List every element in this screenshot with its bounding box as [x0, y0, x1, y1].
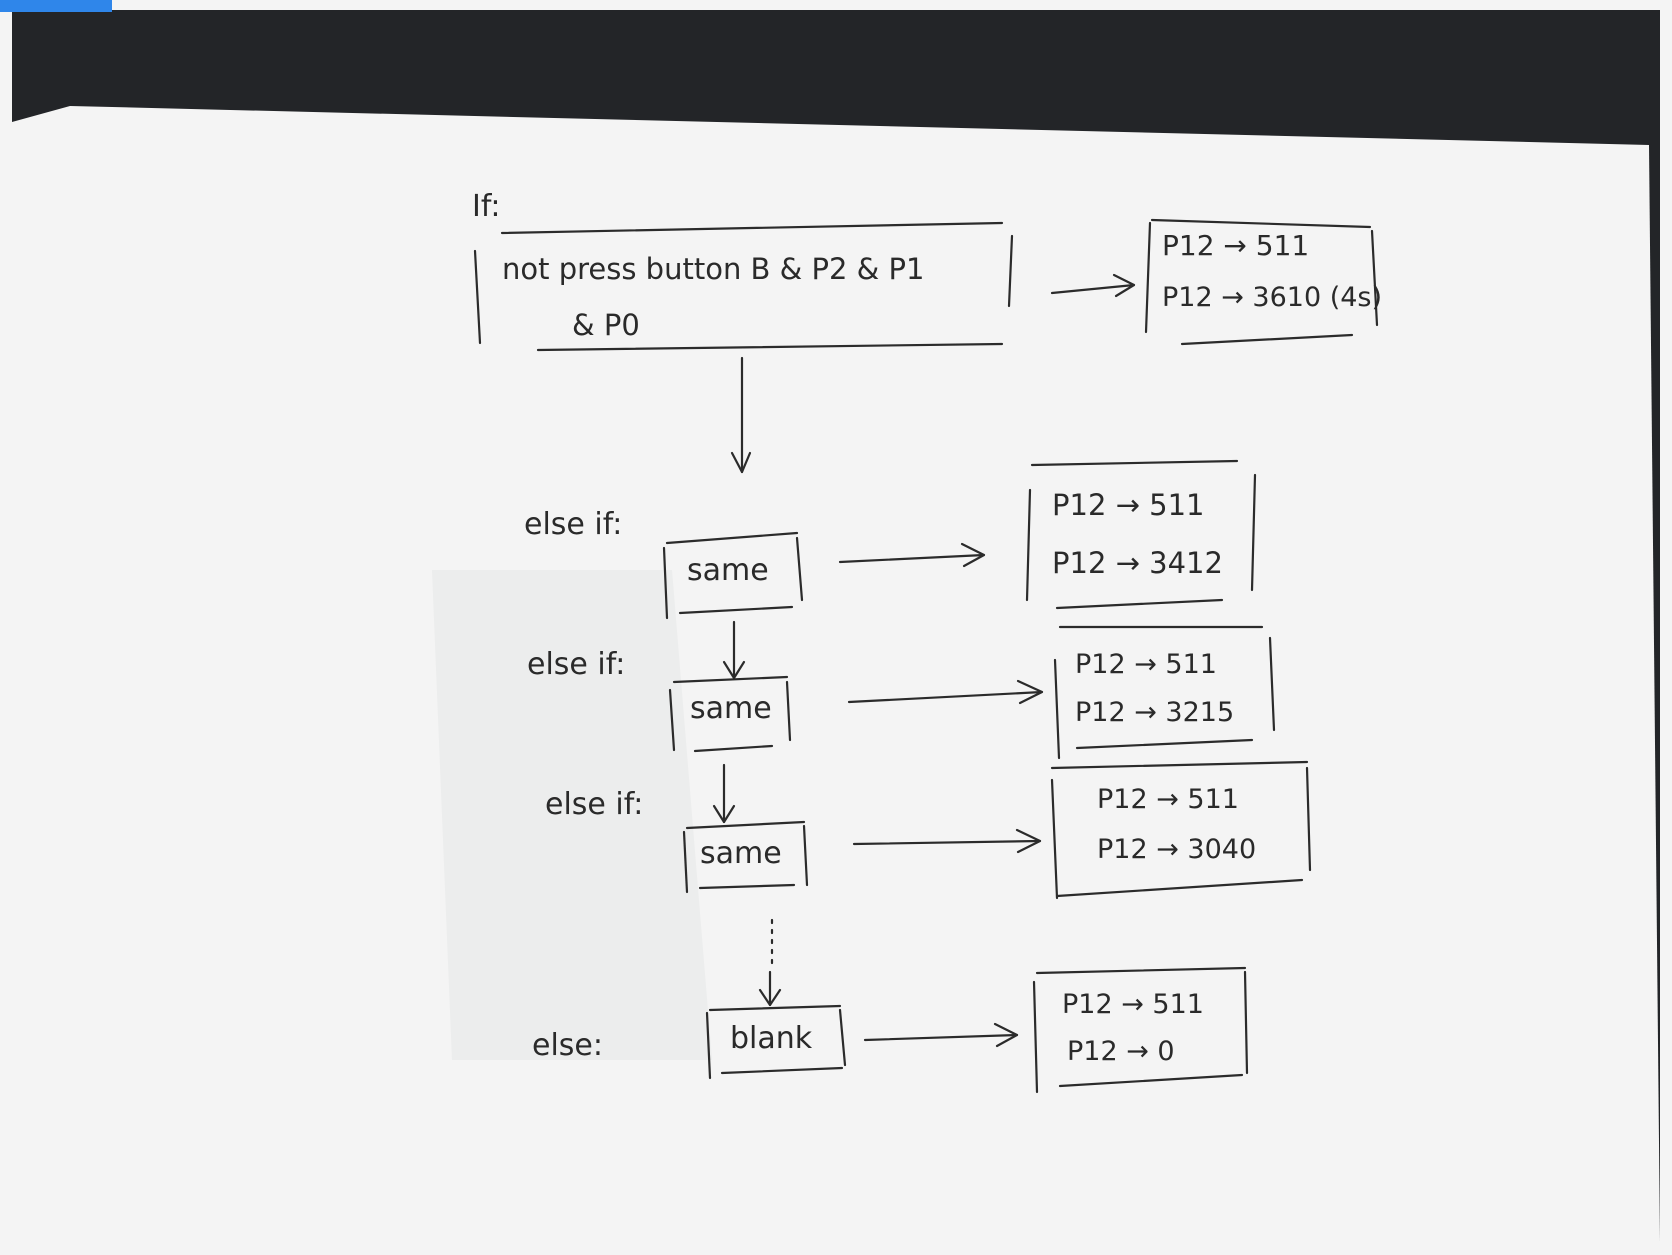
- arrow-to-result-5: [863, 1022, 1019, 1048]
- result-box-5: P12 → 511 P12 → 0: [1032, 966, 1249, 1094]
- node-box-4: blank: [705, 1004, 847, 1080]
- else-if-label-1: else if:: [524, 507, 622, 542]
- result-1-line-2: P12 → 3610 (4s): [1162, 282, 1382, 313]
- result-5-line-1: P12 → 511: [1062, 989, 1204, 1020]
- else-label: else:: [532, 1028, 603, 1063]
- result-box-1: P12 → 511 P12 → 3610 (4s): [1144, 218, 1382, 346]
- arrow-to-result-1: [1050, 273, 1136, 298]
- paper-shadow: [432, 570, 712, 1060]
- arrow-down-2: [722, 620, 746, 680]
- result-4-line-1: P12 → 511: [1097, 784, 1239, 815]
- paper-sheet: If: not press button B & P2 & P1 & P0 P1…: [12, 106, 1660, 1242]
- condition-line-1: not press button B & P2 & P1: [502, 252, 924, 286]
- result-2-line-2: P12 → 3412: [1052, 546, 1223, 580]
- node-4-text: blank: [730, 1021, 813, 1056]
- if-label: If:: [472, 189, 500, 224]
- arrow-down-3: [712, 763, 736, 824]
- node-1-text: same: [687, 553, 769, 588]
- arrow-to-result-3: [847, 679, 1044, 705]
- node-box-2: same: [668, 675, 792, 753]
- result-1-line-1: P12 → 511: [1162, 229, 1309, 262]
- node-box-3: same: [682, 820, 809, 894]
- else-if-label-3: else if:: [545, 787, 643, 822]
- result-4-line-2: P12 → 3040: [1097, 834, 1256, 865]
- node-box-1: same: [662, 531, 804, 620]
- arrow-to-result-4: [852, 828, 1042, 854]
- arrow-to-result-2: [838, 542, 986, 568]
- result-3-line-1: P12 → 511: [1075, 649, 1217, 680]
- condition-box: not press button B & P2 & P1 & P0: [473, 221, 1014, 352]
- result-box-2: P12 → 511 P12 → 3412: [1025, 459, 1257, 610]
- paper-sheet-shape: [12, 106, 1660, 1242]
- result-3-line-2: P12 → 3215: [1075, 697, 1234, 728]
- arrow-down-1: [730, 356, 752, 474]
- result-box-4: P12 → 511 P12 → 3040: [1050, 760, 1312, 900]
- node-3-text: same: [700, 836, 782, 871]
- result-5-line-2: P12 → 0: [1067, 1036, 1175, 1067]
- result-box-3: P12 → 511 P12 → 3215: [1053, 625, 1276, 760]
- result-2-line-1: P12 → 511: [1052, 488, 1204, 522]
- else-if-label-2: else if:: [527, 647, 625, 682]
- condition-line-2: & P0: [572, 308, 640, 342]
- corner-tab: [0, 0, 112, 12]
- node-2-text: same: [690, 691, 772, 726]
- arrow-down-4: [758, 970, 782, 1007]
